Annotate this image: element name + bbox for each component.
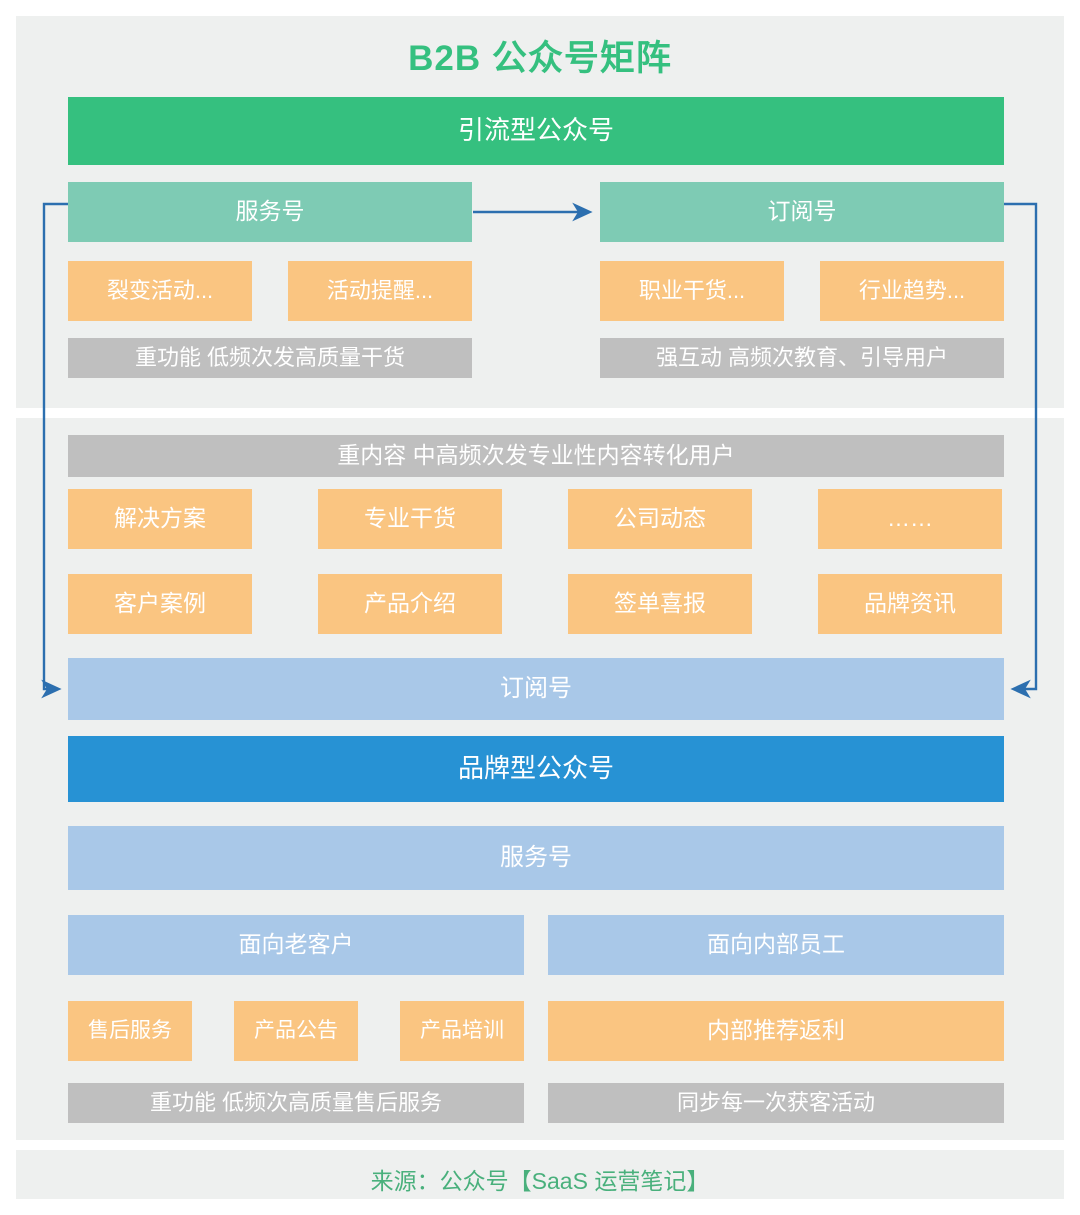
top-right-account-type: 订阅号 — [600, 182, 1004, 242]
traffic-account-header: 引流型公众号 — [68, 97, 1004, 165]
top-left-tag-1: 活动提醒... — [288, 261, 472, 321]
content-tile-r2c2: 产品介绍 — [318, 574, 502, 634]
top-left-note: 重功能 低频次发高质量干货 — [68, 338, 472, 378]
content-tile-r2c1: 客户案例 — [68, 574, 252, 634]
audience-0-tag-0: 售后服务 — [68, 1001, 192, 1061]
content-tile-r1c4: …… — [818, 489, 1002, 549]
audience-0-tag-1: 产品公告 — [234, 1001, 358, 1061]
content-tile-r1c2: 专业干货 — [318, 489, 502, 549]
content-tile-r1c3: 公司动态 — [568, 489, 752, 549]
audience-label-0: 面向老客户 — [68, 915, 524, 975]
top-left-account-type: 服务号 — [68, 182, 472, 242]
mid-content-note: 重内容 中高频次发专业性内容转化用户 — [68, 435, 1004, 477]
top-right-note: 强互动 高频次教育、引导用户 — [600, 338, 1004, 378]
audience-0-tag-2: 产品培训 — [400, 1001, 524, 1061]
content-tile-r1c1: 解决方案 — [68, 489, 252, 549]
top-left-tag-0: 裂变活动... — [68, 261, 252, 321]
page-title: B2B 公众号矩阵 — [408, 39, 672, 78]
audience-1-tag-0: 内部推荐返利 — [548, 1001, 1004, 1061]
brand-subscription-bar: 订阅号 — [68, 658, 1004, 720]
content-tile-r2c4: 品牌资讯 — [818, 574, 1002, 634]
source-attribution: 来源：公众号【SaaS 运营笔记】 — [370, 1168, 710, 1194]
audience-0-note: 重功能 低频次高质量售后服务 — [68, 1083, 524, 1123]
brand-service-bar: 服务号 — [68, 826, 1004, 890]
audience-label-1: 面向内部员工 — [548, 915, 1004, 975]
footer-panel-background — [16, 1150, 1064, 1199]
brand-account-header: 品牌型公众号 — [68, 736, 1004, 802]
content-tile-r2c3: 签单喜报 — [568, 574, 752, 634]
top-right-tag-1: 行业趋势... — [820, 261, 1004, 321]
audience-1-note: 同步每一次获客活动 — [548, 1083, 1004, 1123]
top-right-tag-0: 职业干货... — [600, 261, 784, 321]
